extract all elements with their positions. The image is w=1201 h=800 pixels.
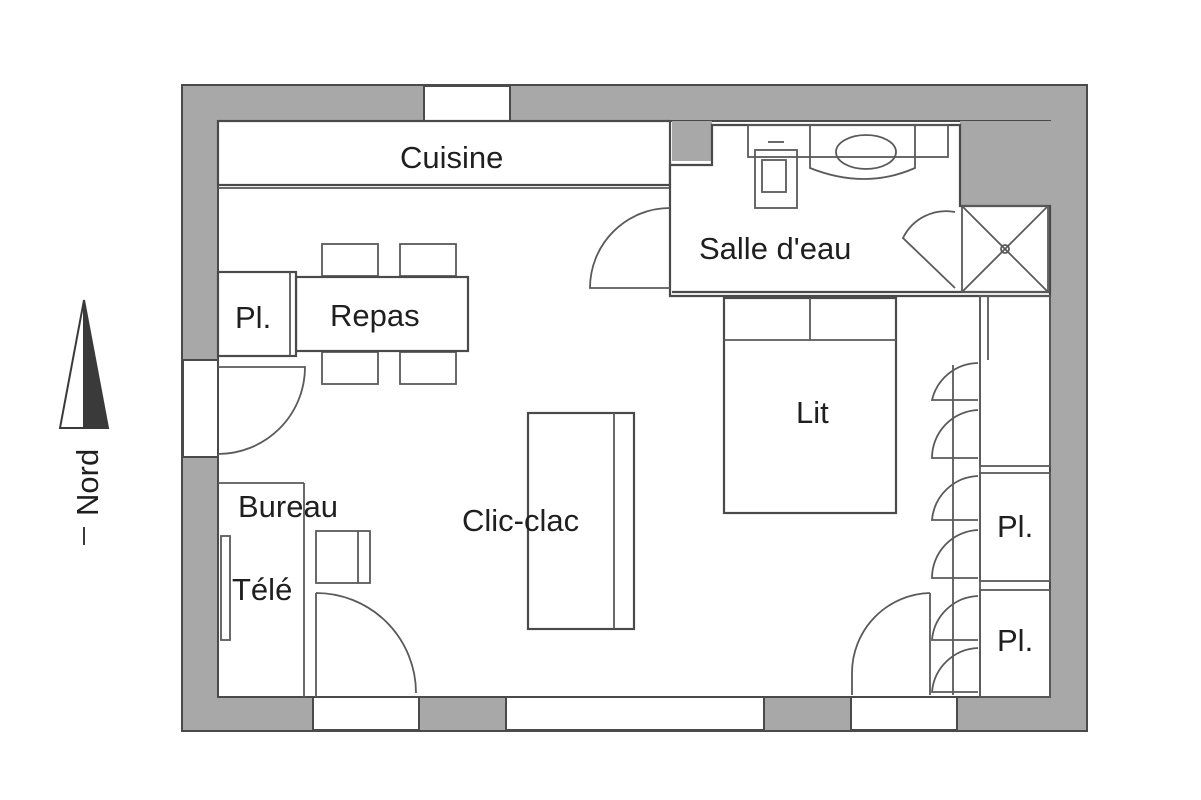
bathroom	[589, 123, 1052, 298]
north-arrow: Nord	[58, 299, 110, 545]
entrance-door	[217, 366, 306, 455]
label-clic-clac: Clic-clac	[462, 503, 579, 538]
label-cuisine: Cuisine	[400, 140, 503, 175]
dining-table	[294, 275, 470, 353]
label-lit: Lit	[796, 395, 829, 430]
label-placard-right-1: Pl.	[997, 509, 1033, 544]
placard-left	[216, 270, 298, 358]
kitchen-counter	[216, 119, 672, 189]
desk-chair	[315, 530, 371, 584]
entrance-opening	[182, 359, 219, 458]
window-bottom-center	[505, 696, 765, 731]
washbasin	[809, 125, 916, 180]
label-repas: Repas	[330, 298, 420, 333]
bed	[722, 296, 898, 515]
north-label: Nord	[70, 449, 105, 516]
desk-area	[218, 482, 417, 697]
label-bureau: Bureau	[238, 489, 338, 524]
windows	[182, 85, 958, 731]
label-tele: Télé	[232, 572, 292, 607]
wardrobes-right	[851, 295, 1051, 698]
window-bottom-right	[850, 696, 958, 731]
shower-tray	[961, 205, 1049, 293]
sofa-bed	[526, 411, 636, 631]
toilet	[754, 141, 798, 209]
window-top	[423, 85, 511, 122]
window-bottom-left	[312, 696, 420, 731]
tv-unit	[220, 535, 231, 641]
label-salle-deau: Salle d'eau	[699, 231, 851, 266]
dining-area	[294, 243, 470, 385]
label-placard-right-2: Pl.	[997, 623, 1033, 658]
label-placard-left: Pl.	[235, 300, 271, 335]
bathroom-side-door	[315, 592, 417, 697]
